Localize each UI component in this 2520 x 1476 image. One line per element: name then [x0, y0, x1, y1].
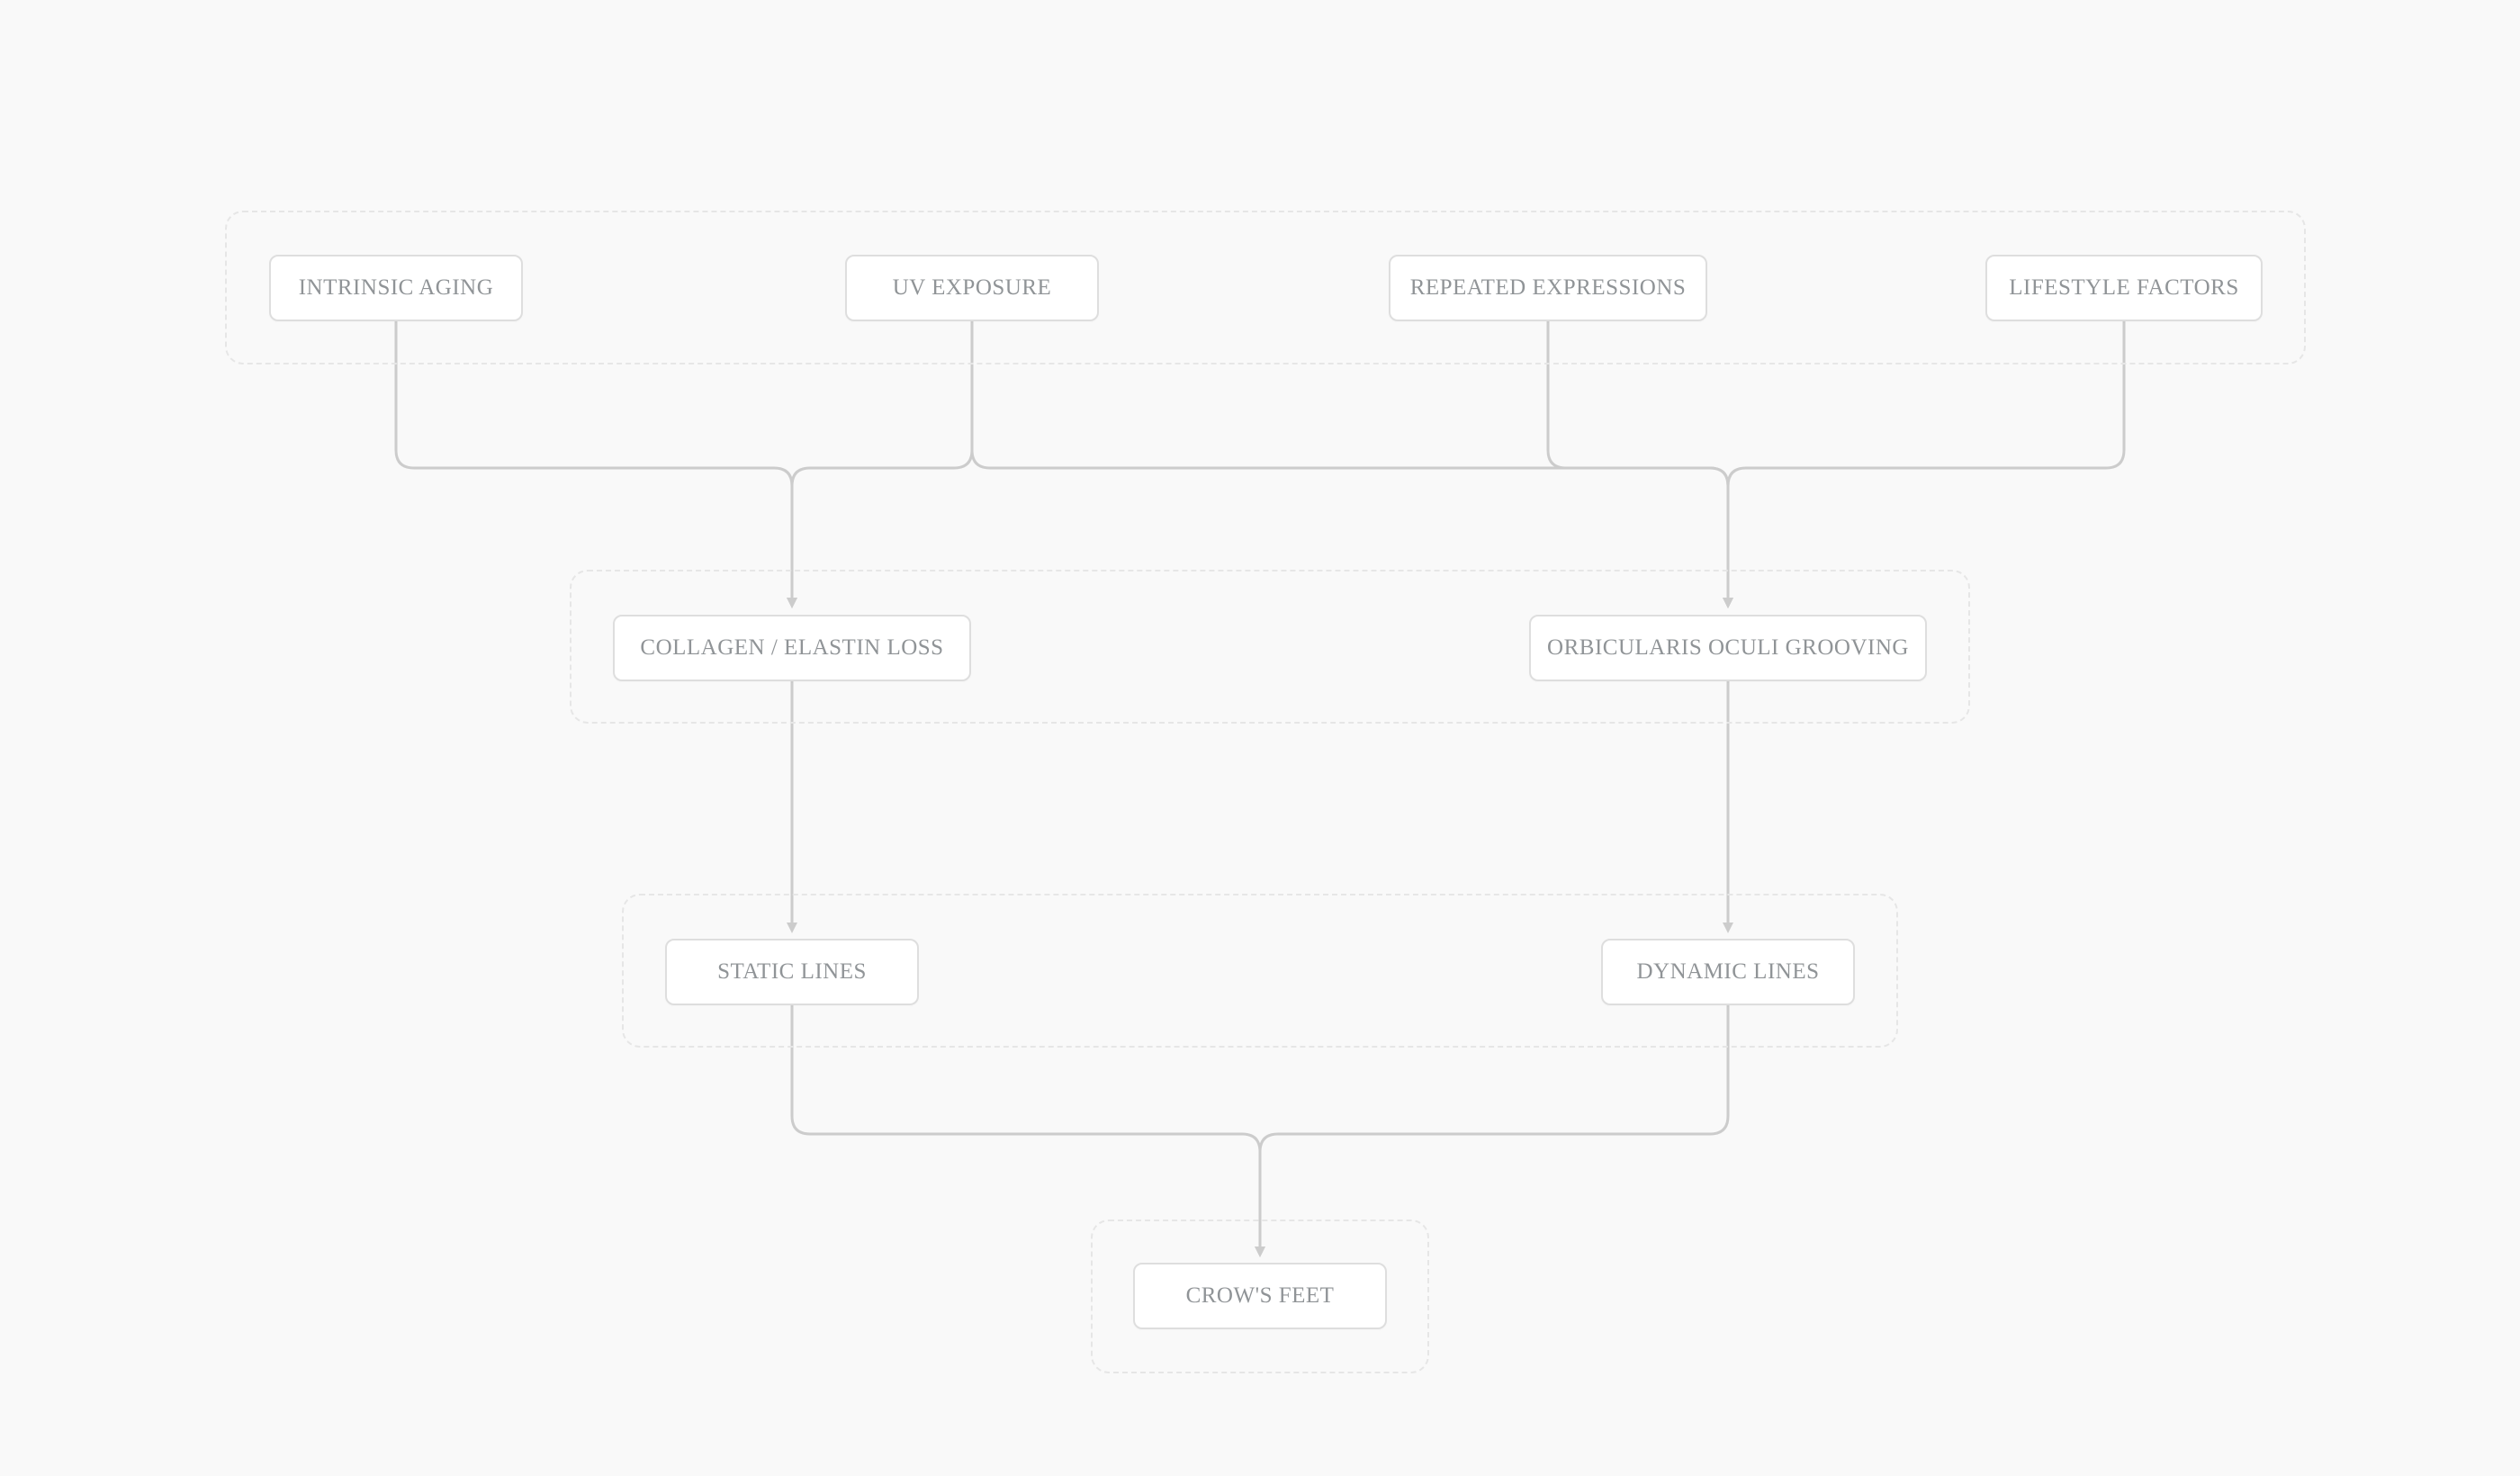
- node-uv-exposure[interactable]: UV EXPOSURE: [845, 255, 1099, 321]
- edge-intrinsic-aging-to-collagen: [394, 320, 797, 608]
- node-dynamic-lines[interactable]: DYNAMIC LINES: [1601, 939, 1855, 1005]
- node-crows-feet[interactable]: CROW'S FEET: [1133, 1263, 1387, 1329]
- node-collagen-elastin-loss-label: COLLAGEN / ELASTIN LOSS: [640, 635, 944, 660]
- node-dynamic-lines-label: DYNAMIC LINES: [1636, 959, 1820, 984]
- node-uv-exposure-label: UV EXPOSURE: [892, 275, 1052, 300]
- node-repeated-expressions[interactable]: REPEATED EXPRESSIONS: [1389, 255, 1707, 321]
- outcome-group: [1091, 1220, 1429, 1373]
- edge-static-lines-to-crows-feet: [790, 1004, 1265, 1257]
- node-lifestyle-factors-label: LIFESTYLE FACTORS: [2009, 275, 2239, 300]
- node-collagen-elastin-loss[interactable]: COLLAGEN / ELASTIN LOSS: [613, 615, 971, 681]
- node-orbicularis-oculi-grooving-label: ORBICULARIS OCULI GROOVING: [1547, 635, 1909, 660]
- node-orbicularis-oculi-grooving[interactable]: ORBICULARIS OCULI GROOVING: [1529, 615, 1927, 681]
- edge-lifestyle-factors-to-orbicularis: [1723, 320, 2126, 608]
- line-types-group: [622, 894, 1898, 1048]
- edge-repeated-expressions-to-orbicularis: [1546, 320, 1733, 608]
- node-repeated-expressions-label: REPEATED EXPRESSIONS: [1409, 275, 1687, 300]
- node-static-lines[interactable]: STATIC LINES: [665, 939, 919, 1005]
- causes-group: [225, 211, 2306, 364]
- node-intrinsic-aging[interactable]: INTRINSIC AGING: [269, 255, 523, 321]
- mechanisms-group: [570, 570, 1970, 724]
- edge-uv-exposure-to-collagen: [787, 320, 974, 608]
- edge-dynamic-lines-to-crows-feet: [1255, 1004, 1730, 1257]
- node-lifestyle-factors[interactable]: LIFESTYLE FACTORS: [1985, 255, 2263, 321]
- node-static-lines-label: STATIC LINES: [717, 959, 867, 984]
- node-intrinsic-aging-label: INTRINSIC AGING: [298, 275, 494, 300]
- node-crows-feet-label: CROW'S FEET: [1185, 1283, 1335, 1308]
